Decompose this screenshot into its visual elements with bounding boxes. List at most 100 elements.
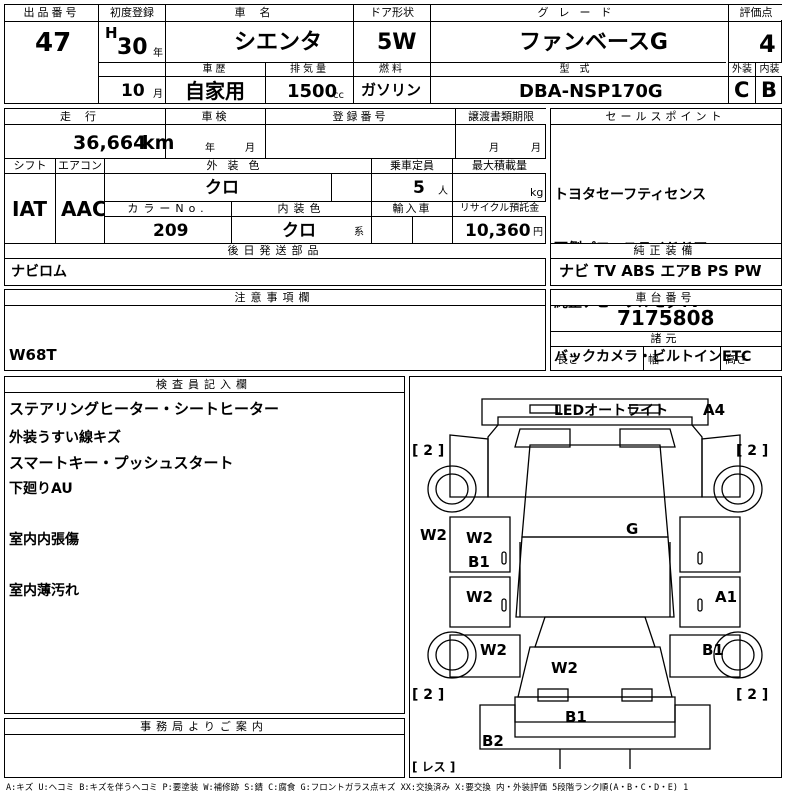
car-diagram: A4 G W2 W2 B1 W2 A1 W2 B1 W2 B1 B2 [ 2 ]…: [412, 398, 768, 774]
km-unit: km: [142, 132, 175, 154]
notes-header: 注意事項欄: [5, 290, 544, 305]
displacement-value: 1500: [287, 81, 338, 102]
mark-w2-tailgate: W2: [551, 659, 578, 677]
office-block: 事務局よりご案内: [4, 718, 405, 778]
inspection-header: 車検: [166, 109, 265, 124]
grade-header: グレード: [431, 5, 728, 20]
history-header: 車歴: [166, 63, 265, 76]
mark-b2: B2: [482, 732, 504, 750]
recycle-value: 10,360: [465, 221, 531, 241]
score-header: 評価点: [729, 5, 783, 20]
spec-block: 走行 車検 登録番号 譲渡書類期限 36,664 km 年 月 月 月 シフト …: [4, 108, 546, 286]
tire-label-fl: [ 2 ]: [412, 443, 444, 459]
chassis-no-value: 7175808: [617, 306, 715, 330]
car-name-header: 車名: [166, 5, 353, 20]
door-value: 5W: [377, 30, 417, 55]
aircon-value: AAC: [61, 197, 107, 221]
inspector-line: 室内薄汚れ: [9, 583, 79, 599]
inspector-header: 検査員記入欄: [5, 377, 403, 392]
inspector-line: 外装うすい線キズ: [9, 430, 121, 446]
tire-label-rl: [ 2 ]: [412, 687, 444, 703]
height-label: 高さ: [725, 353, 747, 366]
shift-value: IAT: [12, 197, 48, 221]
year-value: 30: [117, 35, 148, 60]
notes-line: ステアリングヒーター・シートヒーター: [9, 400, 280, 418]
color-no-header: カラーNo.: [105, 202, 231, 216]
lot-no-header: 出品番号: [5, 5, 98, 20]
width-label: 幅: [648, 353, 659, 366]
later-parts-value: ナビロム: [11, 264, 67, 280]
int-color-header: 内装色: [232, 202, 371, 216]
sales-point-block: セールスポイント トヨタセーフティセンス 両側パワースライドドア 純正ナビ・フル…: [550, 108, 782, 419]
fuel-value: ガソリン: [361, 81, 422, 99]
exterior-header: 外装: [729, 63, 755, 76]
header-block: 出品番号 初度登録 車名 ドア形状 グレード 評価点 47 H 30 年 シエン…: [4, 4, 783, 104]
sales-point-header: セールスポイント: [551, 109, 780, 124]
max-load-header: 最大積載量: [453, 159, 546, 173]
car-name-value: シエンタ: [234, 30, 323, 55]
displacement-header: 排気量: [266, 63, 353, 76]
fuel-header: 燃料: [354, 63, 430, 76]
score-value: 4: [759, 30, 776, 58]
import-header: 輸入車: [372, 202, 452, 216]
chassis-no-header: 車台番号: [551, 290, 780, 305]
ext-color-value: クロ: [205, 178, 239, 198]
genuine-equip-header: 純正装備: [551, 244, 780, 258]
color-no-value: 209: [153, 221, 189, 241]
grade-value: ファンベースG: [519, 30, 668, 55]
inspection-month-unit: 月: [245, 143, 255, 154]
era-value: H: [105, 24, 118, 42]
mark-b1-right: B1: [702, 641, 724, 659]
inspector-line: 下廻りAU: [9, 481, 73, 497]
model-code-header: 型式: [431, 63, 728, 76]
yen-unit: 円: [533, 227, 543, 238]
month-value: 10: [121, 81, 145, 101]
inspection-year-unit: 年: [205, 143, 215, 154]
spare-tire-label: [ レス ]: [412, 760, 455, 774]
dimensions-header: 諸元: [551, 332, 780, 346]
sales-point-item: バックカメラ・ビルトインETC: [554, 349, 752, 365]
tire-label-fr: [ 2 ]: [736, 443, 768, 459]
length-label: 長さ: [557, 353, 579, 366]
mark-w2-front-door: W2: [466, 529, 493, 547]
capacity-value: 5: [413, 178, 425, 198]
year-unit: 年: [153, 48, 163, 59]
aircon-header: エアコン: [56, 159, 104, 173]
mileage-header: 走行: [5, 109, 165, 124]
interior-header: 内装: [756, 63, 783, 76]
door-header: ドア形状: [354, 5, 430, 20]
shift-header: シフト: [5, 159, 55, 173]
transfer-day-unit: 月: [531, 143, 541, 154]
first-reg-header: 初度登録: [99, 5, 165, 20]
mileage-value: 36,664: [73, 132, 147, 154]
genuine-equip-value: ナビ TV ABS エアB PS PW: [559, 262, 762, 280]
kg-unit: kg: [530, 186, 544, 199]
person-unit: 人: [438, 186, 448, 197]
history-value: 自家用: [185, 79, 245, 103]
mark-w2-rear-door: W2: [466, 588, 493, 606]
lot-no-value: 47: [35, 28, 72, 58]
inspector-list: 外装うすい線キズ 下廻りAU 室内内張傷 室内薄汚れ: [9, 396, 121, 634]
notes-line: W68T: [9, 346, 57, 364]
car-diagram-block: A4 G W2 W2 B1 W2 A1 W2 B1 W2 B1 B2 [ 2 ]…: [409, 376, 782, 778]
transfer-month-unit: 月: [489, 143, 499, 154]
recycle-header: リサイクル預託金: [453, 202, 546, 216]
sales-point-item: LEDオートライト: [554, 403, 669, 419]
inspector-line: 室内内張傷: [9, 532, 79, 548]
mark-w2-quarter: W2: [480, 641, 507, 659]
inspector-block: 検査員記入欄 外装うすい線キズ 下廻りAU 室内内張傷 室内薄汚れ: [4, 376, 405, 714]
notes-list: W68T ステアリングヒーター・シートヒーター スマートキー・プッシュスタート: [9, 310, 279, 508]
tire-label-rr: [ 2 ]: [736, 687, 768, 703]
mark-b1-front-door: B1: [468, 553, 490, 571]
legend: A:キズ U:ヘコミ B:キズを伴うヘコミ P:要塗装 W:補修跡 S:錆 C:…: [6, 783, 689, 793]
interior-value: B: [761, 78, 778, 102]
mark-g: G: [626, 520, 638, 538]
cc-unit: cc: [333, 90, 344, 101]
mark-w2-left: W2: [420, 526, 447, 544]
capacity-header: 乗車定員: [372, 159, 452, 173]
notes-block: 注意事項欄 W68T ステアリングヒーター・シートヒーター スマートキー・プッシ…: [4, 289, 546, 472]
int-color-value: クロ: [282, 221, 316, 241]
month-unit: 月: [153, 89, 163, 100]
mark-a1-right: A1: [715, 588, 737, 606]
kei-unit: 系: [354, 227, 364, 238]
